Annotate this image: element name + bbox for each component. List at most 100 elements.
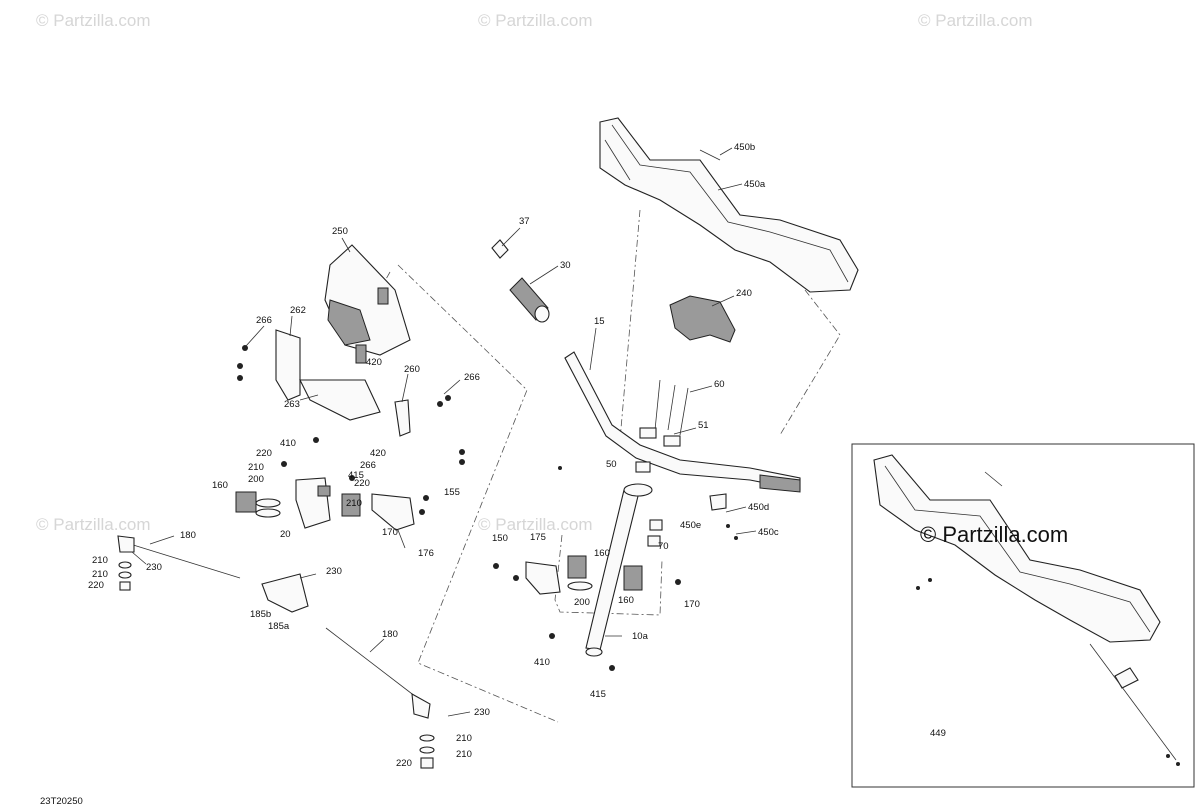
inset-pin xyxy=(984,471,1003,487)
callout-176: 176 xyxy=(418,548,434,559)
callout-415-lower: 415 xyxy=(590,689,606,700)
callout-150: 150 xyxy=(492,533,508,544)
callout-200-left: 200 xyxy=(248,474,264,485)
inset-watermark: © Partzilla.com xyxy=(920,522,1068,547)
callout-180-right: 180 xyxy=(382,629,398,640)
callout-263: 263 xyxy=(284,399,300,410)
bracket-263 xyxy=(299,379,381,421)
callout-415-upper: 415 xyxy=(348,470,364,481)
bracket-260 xyxy=(394,399,411,437)
bolts-60 xyxy=(654,379,689,436)
handlebar-15 xyxy=(564,351,801,493)
watermark-mid-left: © Partzilla.com xyxy=(36,515,151,534)
callout-450c: 450c xyxy=(758,527,779,538)
steering-motor-250 xyxy=(324,244,411,364)
callout-210-mid: 210 xyxy=(346,498,362,509)
bushing-160-mid xyxy=(341,493,361,517)
callout-220-left: 220 xyxy=(88,580,104,591)
callout-250: 250 xyxy=(332,226,348,237)
inset-frame xyxy=(851,443,1195,788)
callout-210-upper: 210 xyxy=(248,462,264,473)
watermark-mid-center: © Partzilla.com xyxy=(478,515,593,534)
callout-410-left: 410 xyxy=(280,438,296,449)
callout-51: 51 xyxy=(698,420,709,431)
watermark-top-center: © Partzilla.com xyxy=(478,11,593,30)
callout-266-right: 266 xyxy=(464,372,480,383)
callout-230-mid: 230 xyxy=(326,566,342,577)
callout-220-upper: 220 xyxy=(256,448,272,459)
callout-70: 70 xyxy=(658,541,669,552)
callout-10a: 10a xyxy=(632,631,649,642)
callout-450a: 450a xyxy=(744,179,766,190)
bracket-group-outline xyxy=(554,534,663,616)
pin-450b xyxy=(699,149,721,161)
callout-200-right: 200 xyxy=(574,597,590,608)
callout-160-left: 160 xyxy=(212,480,228,491)
steering-column-10a xyxy=(585,483,653,657)
callout-450e: 450e xyxy=(680,520,701,531)
callout-170-right: 170 xyxy=(684,599,700,610)
grip-30 xyxy=(509,277,550,323)
callout-266-lower: 266 xyxy=(360,460,376,471)
callout-449: 449 xyxy=(930,728,946,739)
callout-450d: 450d xyxy=(748,502,769,513)
callout-420-upper: 420 xyxy=(366,357,382,368)
small-bolts xyxy=(237,345,738,671)
bracket-176 xyxy=(371,493,415,531)
tie-rod-180-right xyxy=(325,627,431,719)
callout-50: 50 xyxy=(606,459,617,470)
callout-160-right-lower: 160 xyxy=(618,595,634,606)
handguard-outline-right xyxy=(779,289,841,436)
watermarks: © Partzilla.com © Partzilla.com © Partzi… xyxy=(36,11,1033,534)
callout-60: 60 xyxy=(714,379,725,390)
callout-20: 20 xyxy=(280,529,291,540)
tie-rod-180-left xyxy=(117,535,241,579)
bushing-160-left xyxy=(235,491,257,513)
callout-37: 37 xyxy=(519,216,530,227)
callout-185a: 185a xyxy=(268,621,290,632)
shaft-20 xyxy=(295,477,331,529)
handlebar-cover-240 xyxy=(669,295,736,343)
callout-185b: 185b xyxy=(250,609,271,620)
inset-449: © Partzilla.com 449 xyxy=(851,443,1195,788)
callout-210-right-b: 210 xyxy=(456,749,472,760)
leader-lines xyxy=(131,147,757,717)
callout-175: 175 xyxy=(530,532,546,543)
bushing-160-right-b xyxy=(623,565,643,591)
callout-266-top-left: 266 xyxy=(256,315,272,326)
bracket-262 xyxy=(275,329,301,401)
callout-230-left: 230 xyxy=(146,562,162,573)
callout-210-left-a: 210 xyxy=(92,555,108,566)
watermark-top-left: © Partzilla.com xyxy=(36,11,151,30)
handguard-outline-left xyxy=(619,209,641,441)
callout-210-right-a: 210 xyxy=(456,733,472,744)
ring-200-left-b xyxy=(255,508,281,518)
diagram-code: 23T20250 xyxy=(40,796,83,807)
callout-220-mid: 220 xyxy=(354,478,370,489)
steering-assembly-outline xyxy=(397,264,559,723)
callout-262: 262 xyxy=(290,305,306,316)
handguard-450a xyxy=(599,117,859,293)
clamps xyxy=(635,427,727,547)
callout-210-left-b: 210 xyxy=(92,569,108,580)
inset-handguard xyxy=(873,454,1161,643)
callout-15: 15 xyxy=(594,316,605,327)
bar-end-37 xyxy=(491,239,509,259)
bracket-175 xyxy=(525,561,561,595)
callout-450b: 450b xyxy=(734,142,755,153)
callout-30: 30 xyxy=(560,260,571,271)
callout-260: 260 xyxy=(404,364,420,375)
callout-240: 240 xyxy=(736,288,752,299)
callout-160-right-upper: 160 xyxy=(594,548,610,559)
callout-420-lower: 420 xyxy=(370,448,386,459)
hardware-stacks xyxy=(118,561,435,769)
callout-155: 155 xyxy=(444,487,460,498)
callout-180-left: 180 xyxy=(180,530,196,541)
ring-200-left-a xyxy=(255,498,281,508)
callout-410-right: 410 xyxy=(534,657,550,668)
callout-labels: 450b 450a 37 30 250 240 15 266 262 420 2… xyxy=(88,142,779,769)
callout-220-right: 220 xyxy=(396,758,412,769)
callout-230-right: 230 xyxy=(474,707,490,718)
callout-170-left: 170 xyxy=(382,527,398,538)
